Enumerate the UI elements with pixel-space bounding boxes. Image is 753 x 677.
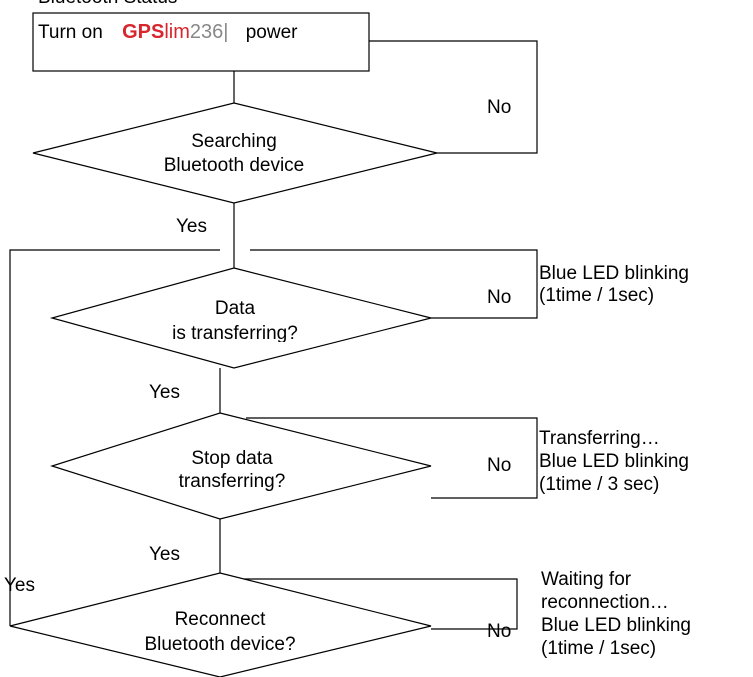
start-prefix: Turn on (38, 22, 103, 43)
edge-stop-no (246, 417, 538, 499)
note-reconnect-line4: (1time / 1sec) (541, 638, 657, 659)
label-yes-transferring: Yes (149, 382, 180, 403)
edge-reconnect-no (244, 578, 518, 630)
start-box-border (32, 12, 370, 72)
note-reconnect-line1: Waiting for (541, 569, 632, 590)
note-stop-line3: (1time / 3 sec) (539, 474, 660, 495)
label-no-transferring: No (487, 287, 512, 308)
decision-reconnect-shape (9, 572, 432, 677)
note-transferring-line2: (1time / 1sec) (539, 285, 655, 306)
note-transferring-line1: Blue LED blinking (539, 263, 689, 284)
label-yes-stop: Yes (149, 544, 180, 565)
label-no-searching: No (487, 97, 512, 118)
decision-reconnect-line2: Bluetooth device? (144, 634, 296, 653)
decision-transferring-shape (49, 267, 432, 369)
note-reconnect-line2: reconnection… (541, 592, 669, 613)
label-no-stop: No (487, 455, 512, 476)
start-box-label: Turn on GPSlim236| power (38, 21, 297, 44)
edge-searching-no (369, 40, 538, 154)
label-no-reconnect: No (487, 621, 512, 642)
decision-searching-shape (32, 102, 438, 204)
decision-searching-line2: Bluetooth device (163, 155, 305, 174)
decision-stop-line1: Stop data (191, 448, 273, 469)
label-yes-searching: Yes (176, 216, 207, 237)
note-stop-line1: Transferring… (539, 428, 660, 449)
decision-stop-line2: transferring? (178, 471, 286, 492)
edge-reconnect-yes (9, 249, 220, 626)
gpslim-logo: GPSlim236| (122, 21, 229, 43)
start-suffix: power (245, 22, 298, 43)
decision-reconnect-line1: Reconnect (174, 609, 266, 630)
edge-transferring-no (250, 249, 538, 319)
note-reconnect-line3: Blue LED blinking (541, 615, 691, 636)
decision-searching-line1: Searching (191, 131, 277, 152)
decision-transferring-line2: is transferring? (172, 323, 298, 342)
header-fragment: Bluetooth Status (38, 0, 177, 9)
decision-transferring-line1: Data (214, 298, 256, 319)
label-yes-reconnect: Yes (4, 575, 35, 596)
note-stop-line2: Blue LED blinking (539, 451, 689, 472)
